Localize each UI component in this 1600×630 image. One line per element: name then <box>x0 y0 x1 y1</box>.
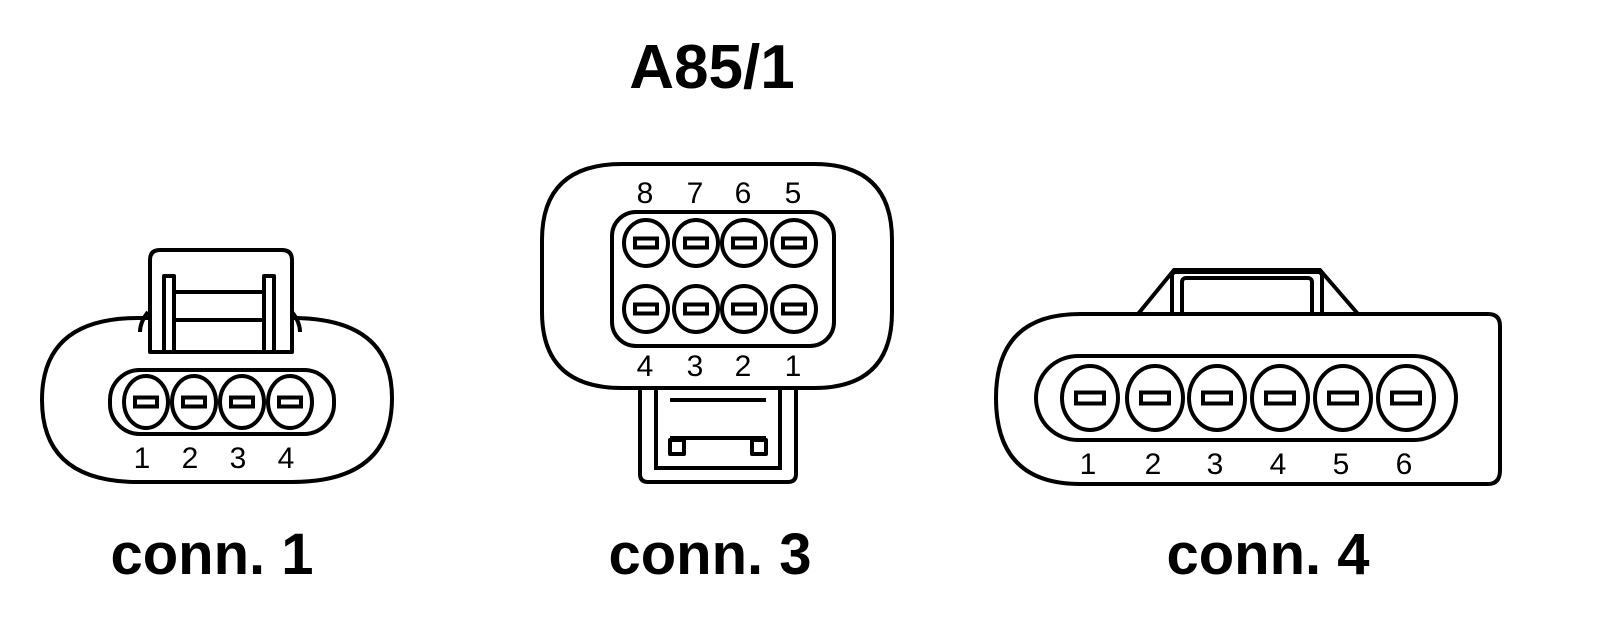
connector-4-pin-label: 3 <box>1207 448 1224 481</box>
connector-1-pin-label: 3 <box>230 442 247 475</box>
connector-4-pin-label: 6 <box>1396 448 1413 481</box>
connector-3-pin-label: 2 <box>735 350 752 383</box>
connector-1-pin <box>170 374 218 430</box>
connector-3-pin-label: 4 <box>637 350 654 383</box>
connector-4-pin-label: 4 <box>1270 448 1287 481</box>
connector-4-pins <box>1060 364 1436 432</box>
connector-3-pin <box>622 218 670 268</box>
connector-3-pin-label: 3 <box>687 350 704 383</box>
connector-1-pin <box>218 374 266 430</box>
connector-4-label: conn. 4 <box>1166 522 1369 587</box>
connector-3-pin <box>622 284 670 334</box>
connector-1-label: conn. 1 <box>110 522 313 587</box>
connector-4-pin <box>1060 364 1120 432</box>
connector-3-pin-label: 7 <box>687 177 704 210</box>
connector-3-pins <box>622 218 818 334</box>
connector-1-pin-label: 4 <box>278 442 295 475</box>
connector-3-pin <box>770 284 818 334</box>
connector-1-pins <box>122 374 314 430</box>
connector-4-pin <box>1187 364 1247 432</box>
connector-1-pin <box>122 374 170 430</box>
connector-1-pin <box>266 374 314 430</box>
connector-4-pin-labels: 1 2 3 4 5 6 <box>1080 448 1413 481</box>
connector-3-pin <box>672 218 720 268</box>
connector-3-pin-label: 1 <box>785 350 802 383</box>
connector-4-pin-label: 1 <box>1080 448 1097 481</box>
connector-4-pin <box>1250 364 1310 432</box>
connector-1-pin-label: 2 <box>182 442 199 475</box>
connector-4-pin <box>1313 364 1373 432</box>
connector-4-pin-label: 5 <box>1333 448 1350 481</box>
connector-3-label: conn. 3 <box>608 522 811 587</box>
connector-3-pin <box>720 218 768 268</box>
connector-3-pin <box>672 284 720 334</box>
connector-3-pin-label: 6 <box>735 177 752 210</box>
connector-4-pin-label: 2 <box>1145 448 1162 481</box>
connector-3-latch <box>638 378 798 484</box>
connector-1-pin-label: 1 <box>134 442 151 475</box>
connector-3-pin <box>770 218 818 268</box>
connector-3-pin-label: 5 <box>785 177 802 210</box>
connector-4-pin <box>1125 364 1185 432</box>
connector-3-pin-label: 8 <box>637 177 654 210</box>
diagram-title: A85/1 <box>629 33 794 102</box>
connector-4: 1 2 3 4 5 6 conn. 4 <box>994 268 1502 587</box>
connector-1-latch <box>138 248 302 354</box>
connector-3-pin <box>720 284 768 334</box>
connector-4-pin <box>1376 364 1436 432</box>
